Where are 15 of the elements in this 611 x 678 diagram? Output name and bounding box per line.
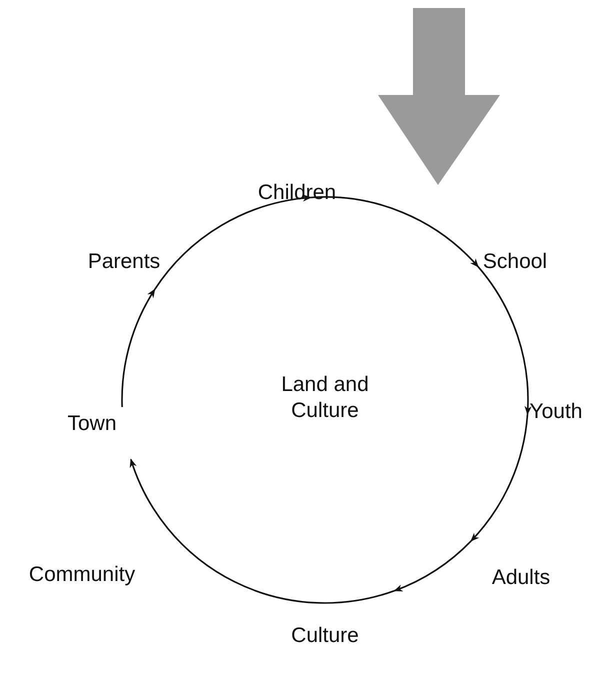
- text-label: Community: [28, 562, 136, 588]
- node-label: Town: [67, 410, 117, 438]
- arrow: [470, 414, 528, 542]
- arrow: [394, 540, 472, 592]
- arrow: [478, 266, 532, 416]
- node-label: Youth: [530, 398, 582, 426]
- node-label: School: [482, 248, 548, 276]
- arrow: [130, 458, 395, 604]
- arrow: [121, 288, 156, 408]
- arrow: [154, 194, 312, 290]
- arrow: [310, 196, 479, 268]
- node-label: Adults: [492, 564, 550, 592]
- text-label: Land and Culture: [280, 372, 370, 424]
- node-label: Parents: [88, 248, 160, 276]
- node-label: Culture: [291, 622, 359, 650]
